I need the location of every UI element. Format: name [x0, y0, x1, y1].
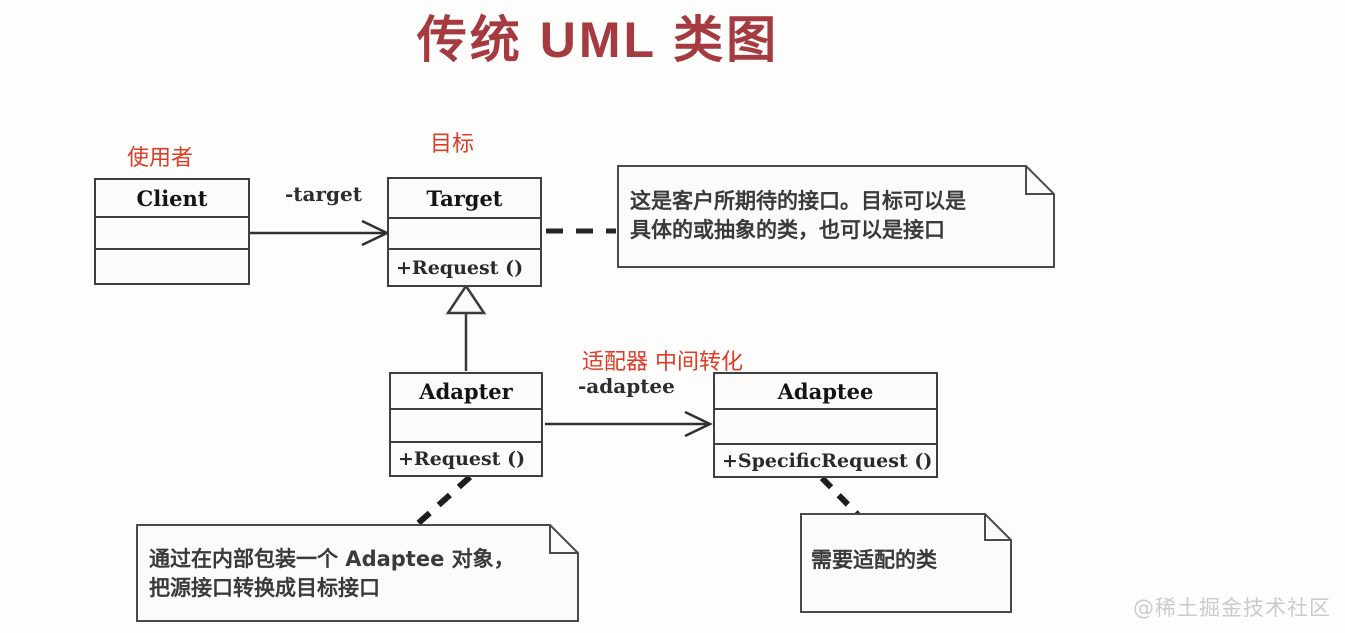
- adapter-adaptee-association: [545, 410, 713, 438]
- watermark: @稀土掘金技术社区: [1133, 596, 1331, 620]
- note-outline: [617, 165, 1055, 268]
- note-target-line2: 具体的或抽象的类，也可以是接口: [630, 218, 945, 242]
- note-adaptee: 需要适配的类: [800, 513, 1012, 613]
- association-label-adaptee: -adaptee: [578, 374, 675, 398]
- class-operations-target: +Request (): [389, 248, 540, 285]
- class-operations-client: [96, 248, 248, 283]
- adaptee-note-dashed-connector: [819, 475, 861, 518]
- adapter-note-dashed-connector: [412, 474, 472, 530]
- annotation-adapter-role: 适配器 中间转化: [582, 350, 743, 375]
- note-adapter: 通过在内部包装一个 Adaptee 对象， 把源接口转换成目标接口: [136, 524, 579, 622]
- class-box-target: Target +Request (): [387, 177, 542, 287]
- inheritance-arrow: [445, 283, 487, 371]
- class-box-adapter: Adapter +Request (): [389, 372, 543, 477]
- class-name-target: Target: [426, 185, 503, 211]
- note-adaptee-line1: 需要适配的类: [811, 548, 937, 572]
- class-name-adaptee: Adaptee: [777, 378, 874, 404]
- note-target: 这是客户所期待的接口。目标可以是 具体的或抽象的类，也可以是接口: [617, 165, 1055, 268]
- class-box-adaptee: Adaptee +SpecificRequest (): [713, 372, 938, 478]
- annotation-client-role: 使用者: [127, 146, 194, 171]
- class-name-adapter: Adapter: [419, 378, 513, 404]
- note-adapter-line2: 把源接口转换成目标接口: [149, 576, 380, 600]
- class-operations-adapter: +Request (): [391, 441, 541, 475]
- association-label-target: -target: [285, 182, 362, 206]
- class-attributes-client: [96, 216, 248, 248]
- class-attributes-adaptee: [715, 408, 936, 443]
- class-box-client: Client: [94, 178, 250, 285]
- class-attributes-target: [389, 217, 540, 248]
- annotation-target-role: 目标: [430, 132, 475, 157]
- note-outline: [800, 513, 1012, 613]
- page-title: 传统 UML 类图: [416, 12, 780, 68]
- note-target-line1: 这是客户所期待的接口。目标可以是: [630, 189, 966, 213]
- note-adapter-line1: 通过在内部包装一个 Adaptee 对象，: [149, 547, 515, 571]
- note-outline: [136, 524, 579, 622]
- client-target-association: [250, 219, 390, 247]
- class-operations-adaptee: +SpecificRequest (): [715, 443, 936, 476]
- class-attributes-adapter: [391, 408, 541, 441]
- class-name-client: Client: [136, 185, 208, 211]
